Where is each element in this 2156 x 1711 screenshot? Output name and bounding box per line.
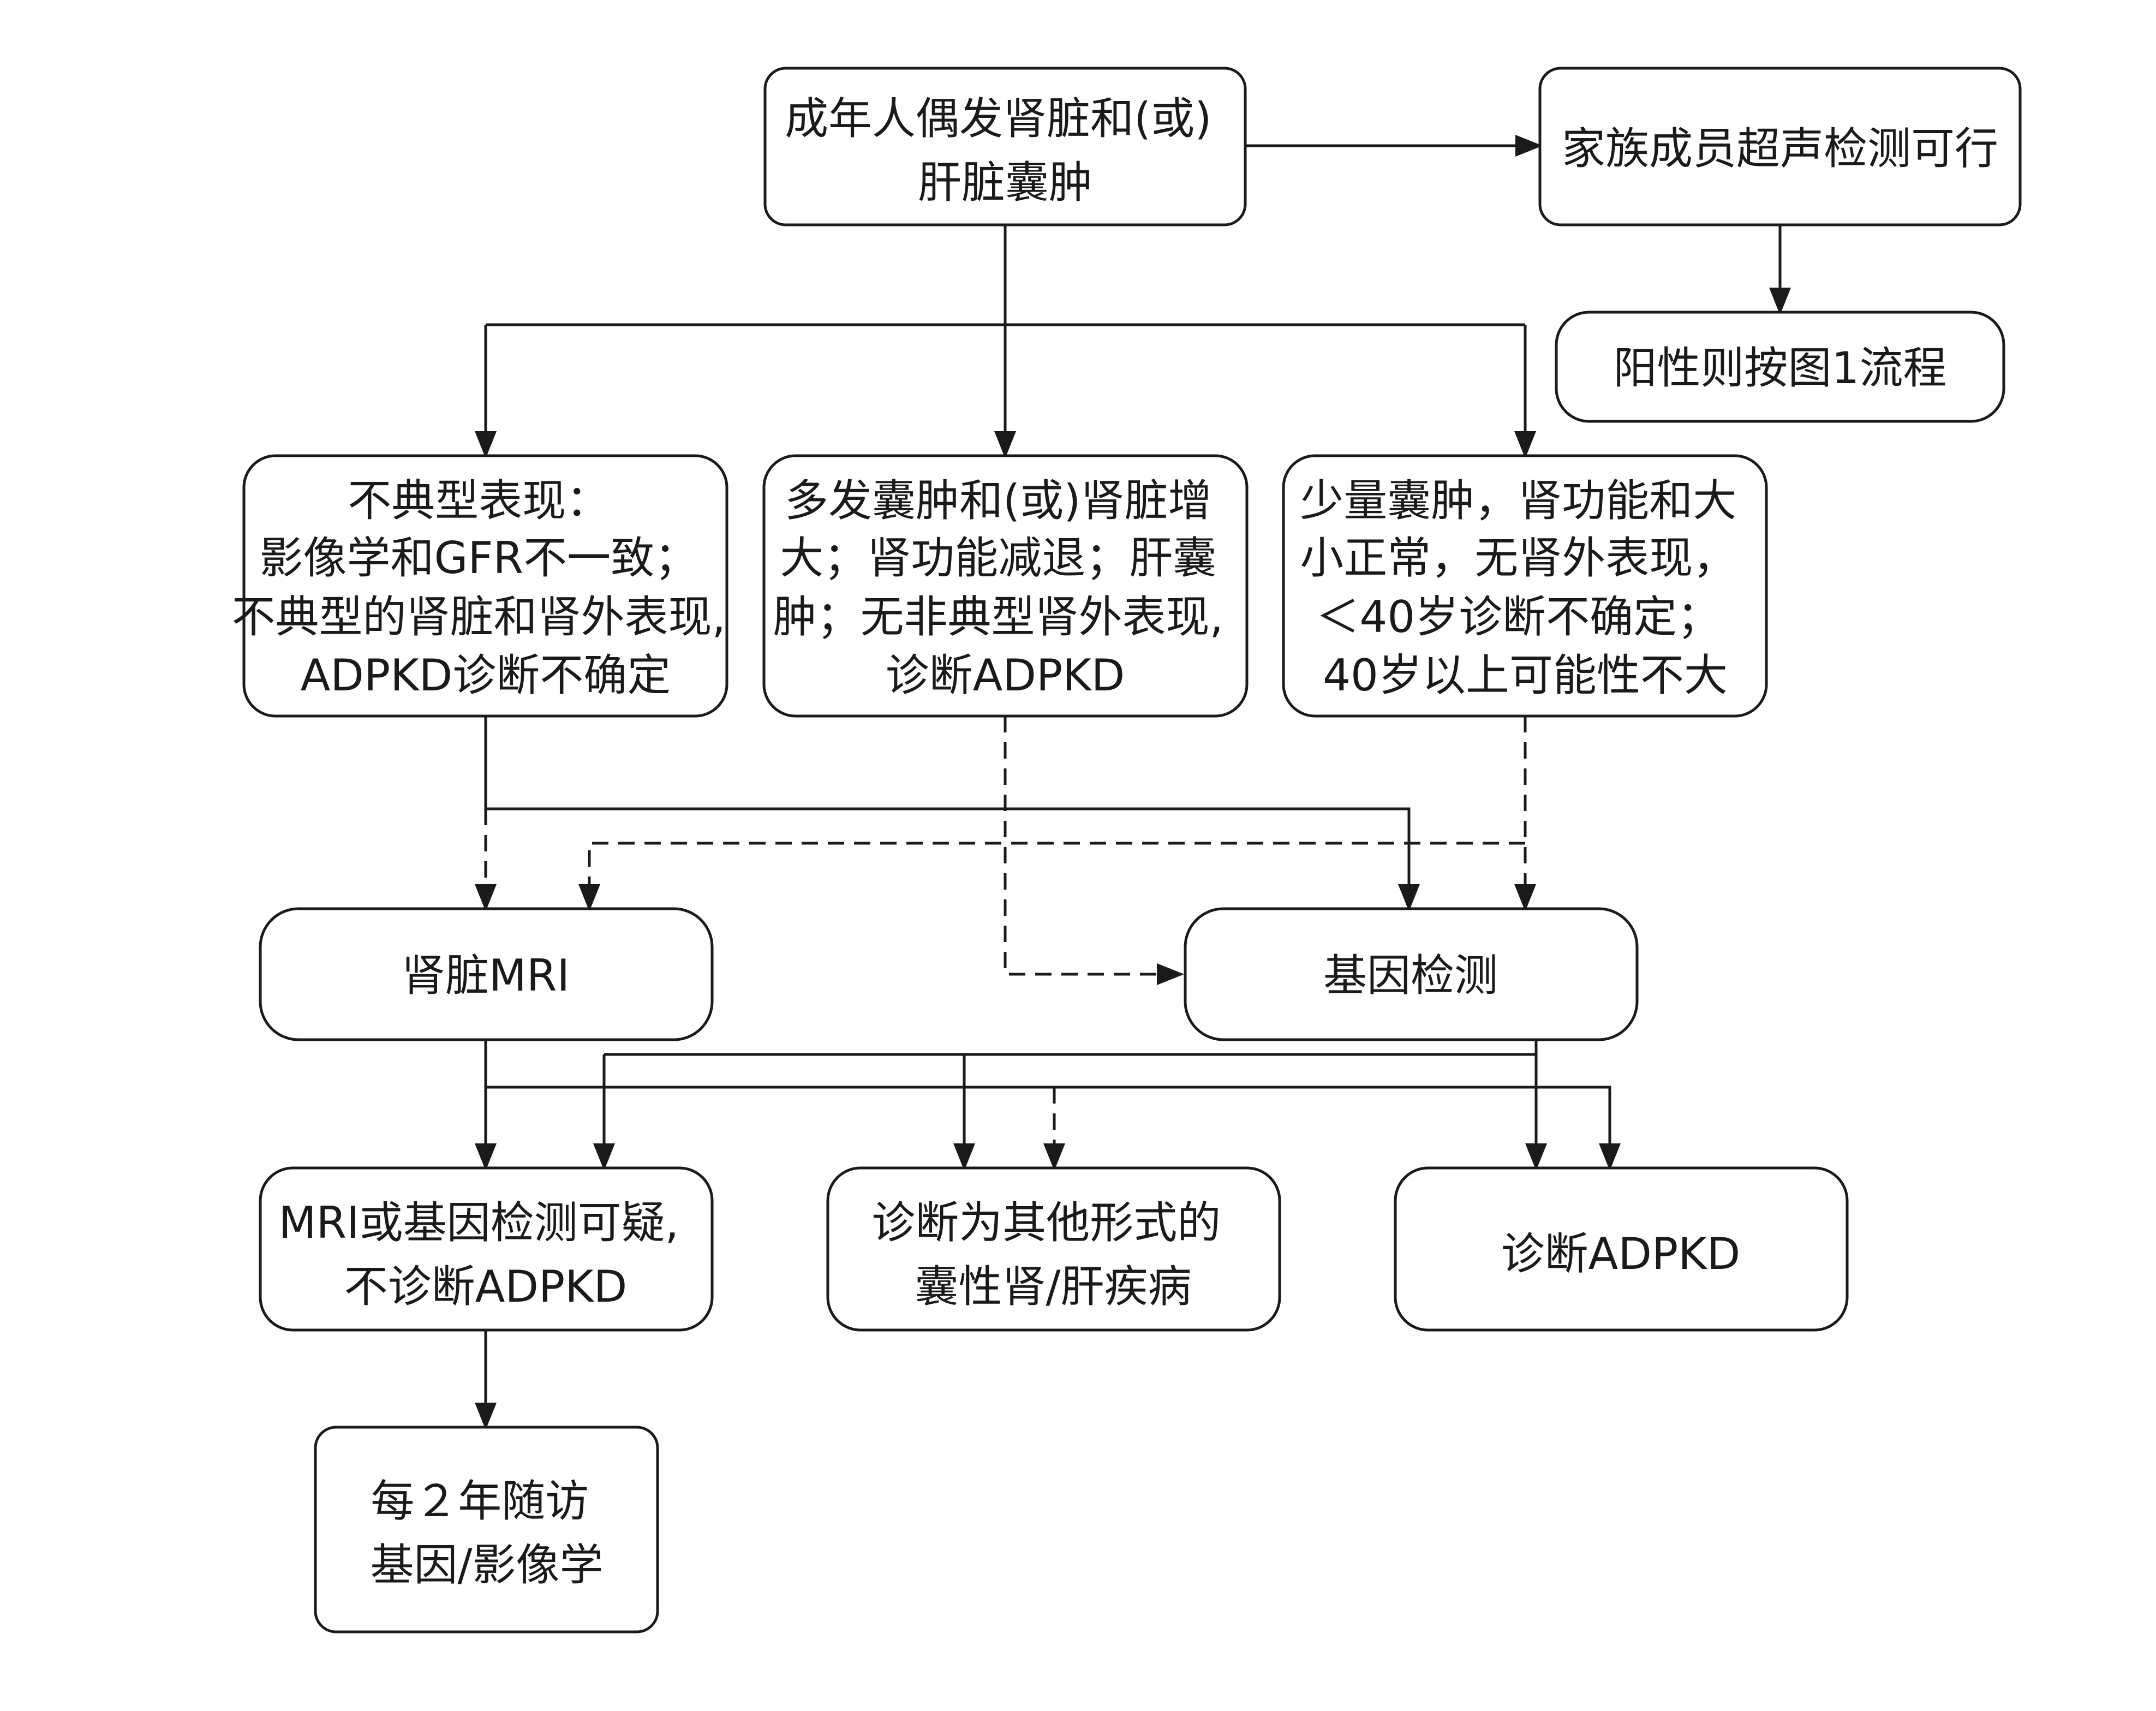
node-other-disease-line-1: 诊断为其他形式的 [871, 1197, 1221, 1248]
node-atypical-line-1: 不典型表现： [348, 475, 610, 526]
node-few-cysts-line-1: 少量囊肿，肾功能和大 [1300, 475, 1736, 526]
node-adult-cysts: 成年人偶发肾脏和(或) 肝脏囊肿 [763, 67, 1247, 226]
node-atypical-line-4: ADPKD诊断不确定 [301, 650, 671, 701]
node-few-cysts-line-3: ＜40岁诊断不确定； [1316, 592, 1721, 642]
node-other-disease-line-2: 囊性肾/肝疾病 [915, 1261, 1192, 1312]
node-multiple-cysts-line-2: 大；肾功能减退；肝囊 [780, 533, 1216, 583]
svg-text:诊断ADPKD: 诊断ADPKD [1501, 1229, 1741, 1279]
edge-multiple-to-genetic [1004, 716, 1184, 985]
node-genetic-test-line-1: 基因检测 [1323, 950, 1498, 1001]
node-kidney-mri-line-1: 肾脏MRI [402, 950, 570, 1001]
node-genetic-test: 基因检测 [1184, 907, 1639, 1041]
node-adult-cysts-line-1: 成年人偶发肾脏和(或) [785, 93, 1211, 144]
edge-few-to-mri [578, 842, 1525, 911]
node-few-cysts-line-4: 40岁以上可能性不大 [1323, 650, 1728, 701]
node-multiple-cysts: 多发囊肿和(或)肾脏增 大；肾功能减退；肝囊 肿；无非典型肾外表现, 诊断ADP… [762, 454, 1249, 718]
edge-genetic-bus [604, 1040, 1538, 1056]
node-suspicious: MRI或基因检测可疑, 不诊断ADPKD [259, 1166, 714, 1332]
node-few-cysts: 少量囊肿，肾功能和大 小正常，无肾外表现， ＜40岁诊断不确定； 40岁以上可能… [1282, 454, 1768, 718]
node-suspicious-line-1: MRI或基因检测可疑, [278, 1197, 679, 1248]
svg-text:不典型表现： 影像学和GFR不一致；: 不典型表现： 影像学和GFR不一致； 不典型的肾脏和肾外表现, ADPKD诊断不… [232, 475, 740, 701]
node-suspicious-line-2: 不诊断ADPKD [344, 1261, 628, 1312]
svg-text:家族成员超声检测可行: 家族成员超声检测可行 [1562, 123, 1998, 174]
node-followup-line-2: 基因/影像学 [371, 1540, 604, 1590]
svg-text:少量囊肿，肾功能和大 小正常，无肾外表现，: 少量囊肿，肾功能和大 小正常，无肾外表现， ＜40岁诊断不确定； 40岁以上可能… [1300, 475, 1750, 701]
svg-text:MRI或基因检测可疑, 不诊断ADPKD: MRI或基因检测可疑, 不诊断ADPKD [278, 1197, 692, 1312]
node-followup-line-1: 每２年随访 [371, 1476, 589, 1527]
svg-text:诊断为其他形式的 囊性肾/肝疾病: 诊断为其他形式的 囊性肾/肝疾病 [871, 1197, 1234, 1312]
svg-text:成年人偶发肾脏和(或) 肝脏囊肿: 成年人偶发肾脏和(或) 肝脏囊肿 [785, 93, 1226, 208]
node-few-cysts-line-2: 小正常，无肾外表现， [1300, 533, 1736, 583]
node-followup: 每２年随访 基因/影像学 [314, 1426, 659, 1634]
node-positive-fig1: 阳性则按图1流程 [1555, 311, 2005, 423]
node-multiple-cysts-line-3: 肿；无非典型肾外表现, [773, 592, 1223, 642]
node-atypical: 不典型表现： 影像学和GFR不一致； 不典型的肾脏和肾外表现, ADPKD诊断不… [232, 454, 740, 718]
node-positive-fig1-line-1: 阳性则按图1流程 [1614, 343, 1947, 394]
svg-text:阳性则按图1流程: 阳性则按图1流程 [1614, 343, 1947, 394]
node-family-ultrasound: 家族成员超声检测可行 [1538, 67, 2022, 226]
node-dx-adpkd: 诊断ADPKD [1394, 1166, 1849, 1332]
node-family-ultrasound-line-1: 家族成员超声检测可行 [1562, 123, 1998, 174]
svg-text:每２年随访 基因/影像学: 每２年随访 基因/影像学 [371, 1476, 604, 1590]
node-dx-adpkd-line-1: 诊断ADPKD [1501, 1229, 1741, 1279]
node-kidney-mri: 肾脏MRI [259, 907, 714, 1041]
node-adult-cysts-line-2: 肝脏囊肿 [918, 157, 1092, 208]
node-other-disease: 诊断为其他形式的 囊性肾/肝疾病 [826, 1166, 1281, 1332]
node-multiple-cysts-line-4: 诊断ADPKD [886, 650, 1125, 701]
node-atypical-line-3: 不典型的肾脏和肾外表现, [232, 592, 726, 642]
edge-mri-bus [486, 1086, 1621, 1171]
svg-text:多发囊肿和(或)肾脏增 大；肾功能减退；肝囊: 多发囊肿和(或)肾脏增 大；肾功能减退；肝囊 肿；无非典型肾外表现, 诊断ADP… [773, 475, 1238, 701]
svg-text:基因检测: 基因检测 [1323, 950, 1498, 1001]
edge-atypical-to-genetic [484, 716, 1420, 911]
node-atypical-line-2: 影像学和GFR不一致； [259, 533, 698, 583]
svg-text:肾脏MRI: 肾脏MRI [402, 950, 570, 1001]
edges [475, 135, 1791, 1430]
node-multiple-cysts-line-1: 多发囊肿和(或)肾脏增 [785, 475, 1211, 526]
